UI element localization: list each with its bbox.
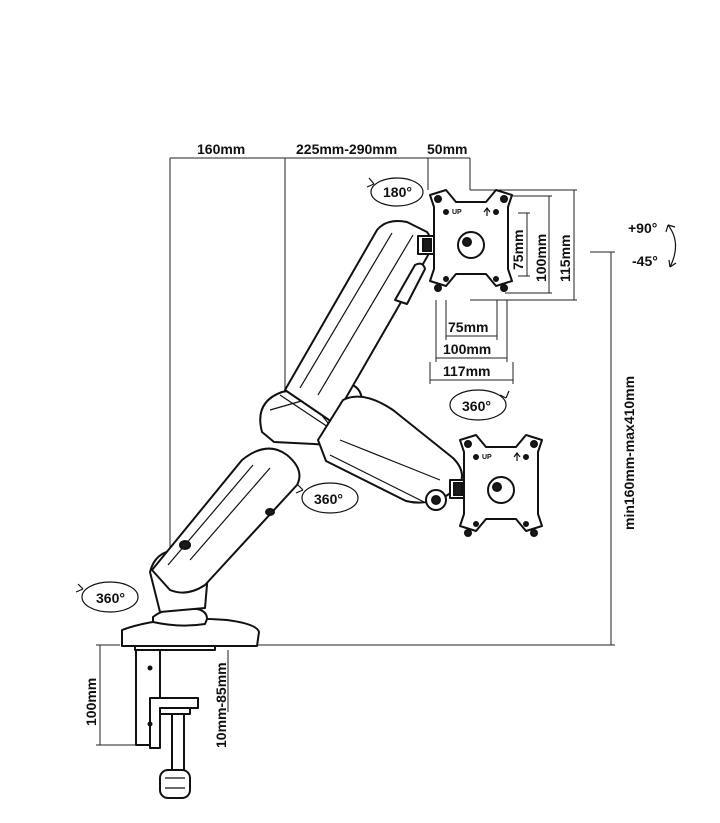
vesa-plate-top: UP [429,189,513,292]
up-label-top: UP [452,209,462,216]
swivel-arm-badge: 360° [295,482,359,514]
swivel-plate-badge: 360° [449,389,510,421]
desk-clamp [121,617,260,799]
upper-arm [284,220,437,423]
tilt-badge: +90° -45° [628,220,677,269]
vesa-plate-bottom: UP [459,434,543,537]
base-reach-label: 160mm [197,141,245,157]
height-range-dimension-lines [258,251,615,646]
up-label-bottom: UP [482,454,492,461]
clamp-dimension-lines [96,644,229,746]
extension-arm [317,395,467,511]
desk-thickness-label: 10mm-85mm [213,662,229,748]
plate-height-dimension-lines [470,189,577,301]
plate-width-label: 117mm [443,363,490,379]
rotate-180-badge: 180° [366,177,424,207]
tilt-down-label: -45° [632,253,658,269]
vesa-75-height-label: 75mm [510,230,526,270]
top-dimension-lines [169,157,471,590]
height-range-label: min160mm-max410mm [621,376,637,530]
tilt-up-label: +90° [628,220,657,236]
svg-text:360°: 360° [314,491,343,507]
plate-width-dimension-lines [429,300,514,384]
vesa-75-width-label: 75mm [448,319,488,335]
lower-arm [151,447,301,594]
svg-text:360°: 360° [462,398,491,414]
plate-offset-label: 50mm [427,141,467,157]
plate-height-label: 115mm [557,235,573,282]
swivel-base-badge: 360° [75,581,139,613]
svg-text:180°: 180° [383,184,412,200]
arm-reach-label: 225mm-290mm [296,141,397,157]
clamp-height-label: 100mm [83,678,99,726]
vesa-100-width-label: 100mm [443,341,491,357]
vesa-100-height-label: 100mm [533,234,549,282]
svg-text:360°: 360° [96,590,125,606]
